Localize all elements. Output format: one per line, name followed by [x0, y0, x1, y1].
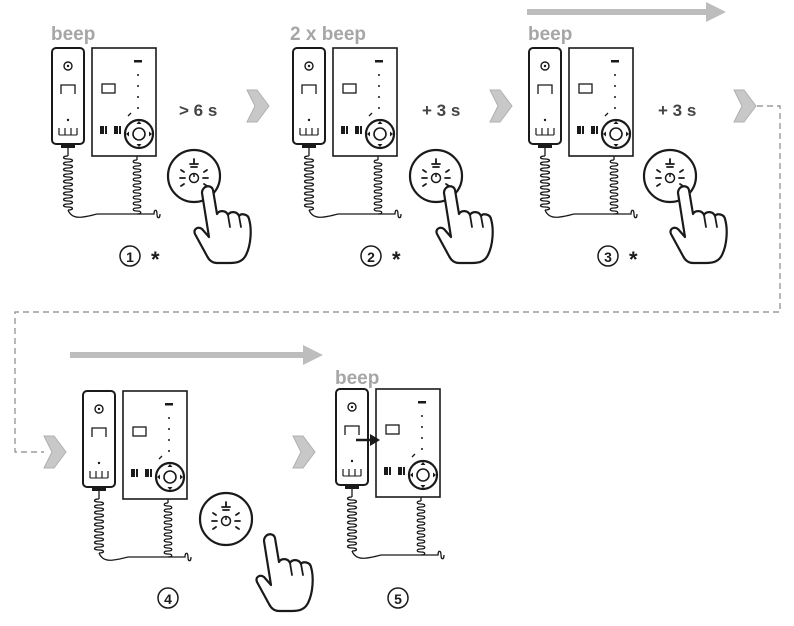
press-hand-icon — [435, 185, 494, 265]
step-2-timing-label: + 3 s — [422, 101, 460, 120]
intercom-unit-icon — [527, 46, 639, 219]
dashed-connector-line — [14, 105, 781, 453]
release-hand-icon — [255, 533, 314, 613]
step-4-number: 4 — [164, 591, 172, 607]
step-number-badge — [387, 587, 409, 609]
step-number-badge — [360, 245, 382, 267]
hold-duration-arrowhead-icon — [303, 345, 323, 365]
intercom-unit-icon — [291, 46, 403, 219]
press-hand-icon — [193, 185, 252, 265]
next-step-arrow-icon — [246, 89, 270, 123]
step-1-asterisk: * — [151, 247, 160, 272]
step-1-beep-label: beep — [51, 24, 95, 45]
step-3-beep-label: beep — [528, 24, 572, 45]
step-1-number: 1 — [126, 249, 134, 265]
intercom-unit-icon — [334, 387, 446, 560]
intercom-unit-icon — [50, 46, 162, 219]
next-step-arrow-icon — [292, 435, 316, 469]
step-1-timing-label: > 6 s — [179, 101, 217, 120]
intercom-unit-icon — [81, 389, 193, 562]
next-step-arrow-icon — [489, 89, 513, 123]
step-1: beep > 6 s 1 * — [50, 24, 252, 272]
step-2-asterisk: * — [392, 247, 401, 272]
next-step-arrow-icon — [733, 89, 757, 123]
handset-off-hook-arrowhead-icon — [370, 434, 380, 446]
step-4: 4 — [70, 345, 323, 613]
step-2-beep-label: 2 x beep — [290, 24, 366, 45]
button-zoom-icon — [198, 491, 254, 547]
press-hand-icon — [669, 185, 728, 265]
step-number-badge — [119, 245, 141, 267]
step-3: beep + 3 s 3 * — [527, 2, 728, 272]
step-3-asterisk: * — [629, 247, 638, 272]
step-3-number: 3 — [604, 249, 612, 265]
step-2: 2 x beep + 3 s 2 * — [290, 24, 494, 272]
hold-duration-arrowhead-icon — [706, 2, 726, 22]
step-2-number: 2 — [367, 249, 375, 265]
step-number-badge — [597, 245, 619, 267]
step-5-beep-label: beep — [335, 368, 379, 389]
step-5-number: 5 — [394, 591, 402, 607]
next-step-arrow-icon — [43, 435, 67, 469]
step-number-badge — [157, 587, 179, 609]
step-3-timing-label: + 3 s — [658, 101, 696, 120]
step-5: beep 5 — [334, 368, 446, 609]
